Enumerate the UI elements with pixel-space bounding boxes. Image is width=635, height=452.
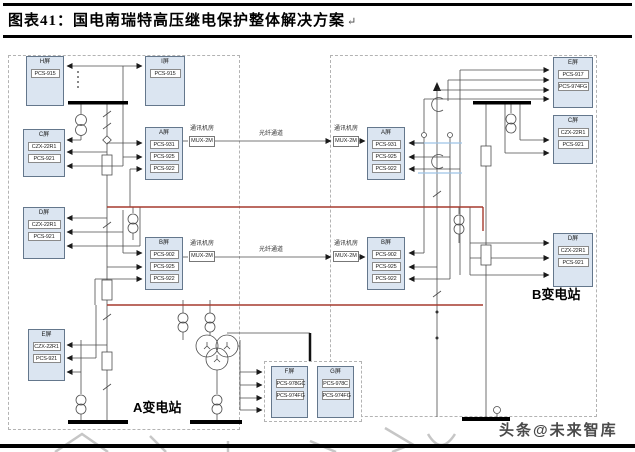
- device-box: PCS-921: [557, 258, 589, 267]
- mux-box: MUX-2M: [333, 136, 359, 147]
- device-box: PCS-915: [30, 69, 60, 78]
- device-box: CZX-22R1: [32, 342, 61, 351]
- watermark-text: 头条@未来智库: [499, 422, 618, 439]
- panel-header: C屏: [567, 118, 579, 124]
- panel-a-e: E屏 CZX-22R1 PCS-921: [28, 329, 65, 381]
- fiber-channel-label: 光纤通道: [258, 131, 283, 137]
- device-box: PCS-974FG: [275, 391, 305, 400]
- device-box: PCS-917: [557, 70, 589, 79]
- device-box: PCS-915: [149, 69, 181, 78]
- panel-b-a: A屏 PCS-931 PCS-925 PCS-922: [367, 127, 405, 180]
- device-box: PCS-922: [149, 164, 179, 173]
- device-box: PCS-974FG: [321, 391, 351, 400]
- comm-room-label: 通讯机房: [333, 241, 358, 247]
- comm-room-label: 通讯机房: [189, 241, 214, 247]
- device-box: PCS-922: [149, 274, 179, 283]
- device-box: PCS-978C: [321, 379, 350, 388]
- station-a-region: [8, 55, 240, 430]
- top-rule: [3, 3, 632, 6]
- panel-header: F屏: [284, 369, 295, 375]
- panel-b-e: E屏 PCS-917 PCS-974FG: [553, 57, 593, 108]
- panel-b-b: B屏 PCS-902 PCS-925 PCS-922: [367, 237, 405, 290]
- large-watermark-strokes: [54, 426, 457, 452]
- device-box: PCS-925: [371, 152, 401, 161]
- device-box: PCS-931: [371, 140, 401, 149]
- panel-header: B屏: [158, 240, 169, 246]
- figure-title-text: 图表41：国电南瑞特高压继电保护整体解决方案: [8, 13, 346, 29]
- fiber-channel-label: 光纤通道: [258, 247, 283, 253]
- device-box: CZX-22R1: [27, 142, 61, 151]
- panel-header: E屏: [567, 60, 578, 66]
- panel-a-i: I屏 PCS-915: [145, 56, 185, 106]
- panel-a-c: C屏 CZX-22R1 PCS-921: [23, 129, 65, 177]
- device-box: PCS-922: [371, 274, 401, 283]
- station-b-region: [330, 55, 597, 417]
- station-a-wiring: [66, 63, 188, 420]
- figure-title: 图表41：国电南瑞特高压继电保护整体解决方案↵: [8, 9, 628, 30]
- panel-header: A屏: [158, 130, 169, 136]
- bottom-rule: [0, 444, 635, 448]
- panel-header: B屏: [380, 240, 391, 246]
- device-box: PCS-925: [149, 262, 179, 271]
- device-box: PCS-902: [149, 250, 179, 259]
- station-a-label: A变电站: [133, 400, 182, 415]
- device-box: PCS-925: [149, 152, 179, 161]
- panel-a-b: B屏 PCS-902 PCS-925 PCS-922: [145, 237, 183, 290]
- device-box: PCS-925: [371, 262, 401, 271]
- panel-header: A屏: [380, 130, 391, 136]
- device-box: PCS-931: [149, 140, 179, 149]
- panel-header: D屏: [38, 210, 50, 216]
- device-box: PCS-902: [371, 250, 401, 259]
- panel-a-g: G屏 PCS-978C PCS-974FG: [317, 366, 354, 418]
- mux-box: MUX-2M: [189, 136, 215, 147]
- panel-header: D屏: [567, 236, 579, 242]
- device-box: CZX-22R1: [557, 246, 589, 255]
- red-transfer-trip-lines: [107, 206, 484, 306]
- mux-box: MUX-2M: [333, 251, 359, 262]
- device-box: PCS-921: [27, 232, 61, 241]
- panel-b-d: D屏 CZX-22R1 PCS-921: [553, 233, 593, 287]
- title-underline-rule: [3, 35, 632, 38]
- device-box: PCS-922: [371, 164, 401, 173]
- panel-header: H屏: [39, 59, 51, 65]
- panel-a-f: F屏 PCS-978GC PCS-974FG: [271, 366, 308, 418]
- panel-header: G屏: [330, 369, 341, 375]
- device-box: PCS-921: [557, 140, 589, 149]
- panel-header: E屏: [41, 332, 52, 338]
- device-box: PCS-978GC: [275, 379, 306, 388]
- device-box: PCS-921: [27, 154, 61, 163]
- device-box: PCS-921: [32, 354, 61, 363]
- panel-a-a: A屏 PCS-931 PCS-925 PCS-922: [145, 127, 183, 180]
- busbars-and-ground-bars: [68, 101, 531, 424]
- device-box: CZX-22R1: [27, 220, 61, 229]
- panel-header: I屏: [161, 59, 169, 65]
- station-b-label: B变电站: [532, 287, 581, 302]
- device-box: PCS-974FG: [557, 82, 589, 91]
- station-b-wiring: [408, 67, 550, 417]
- device-box: CZX-22R1: [557, 128, 589, 137]
- mux-box: MUX-2M: [189, 251, 215, 262]
- panel-b-c: C屏 CZX-22R1 PCS-921: [553, 115, 593, 164]
- panel-header: C屏: [38, 132, 50, 138]
- fiber-channel-lines: [215, 138, 366, 260]
- panel-a-h: H屏 PCS-915: [26, 56, 64, 106]
- transformer-symbol: [177, 300, 312, 420]
- comm-room-label: 通讯机房: [333, 126, 358, 132]
- panel-a-d: D屏 CZX-22R1 PCS-921: [23, 207, 65, 259]
- paragraph-mark: ↵: [347, 16, 358, 28]
- comm-room-label: 通讯机房: [189, 126, 214, 132]
